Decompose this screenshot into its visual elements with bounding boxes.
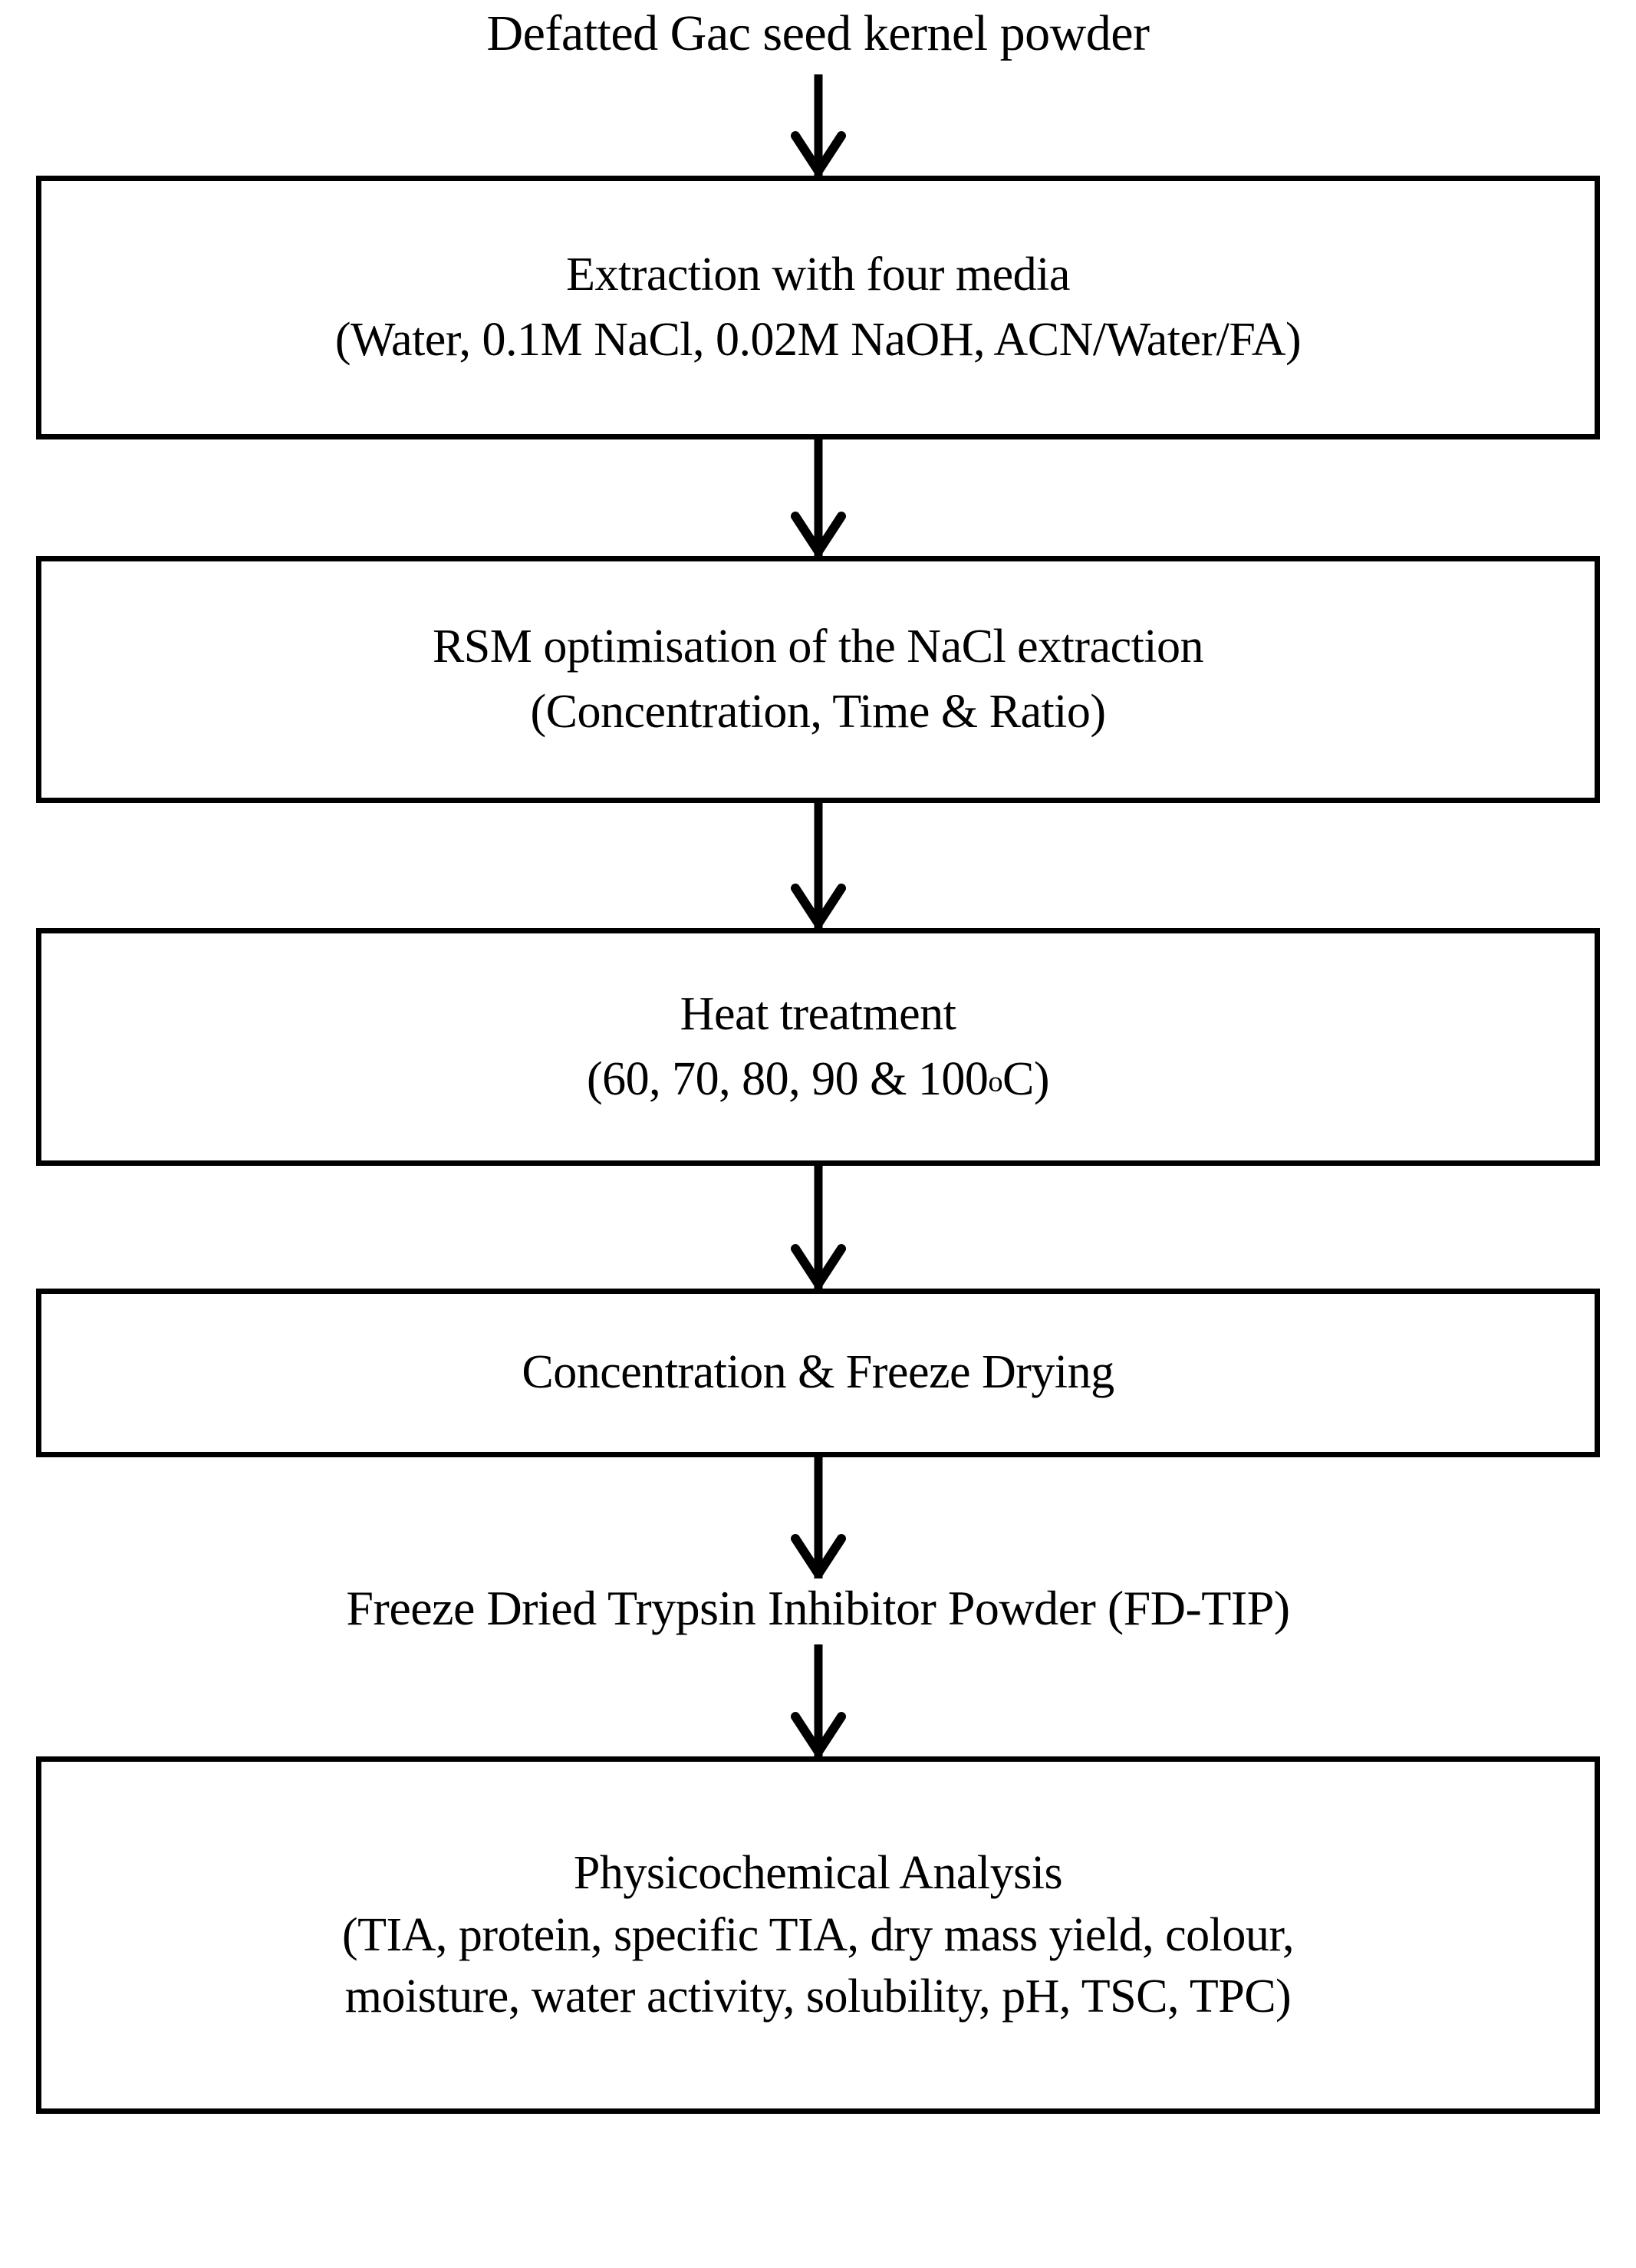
node-heat-line-1: Heat treatment bbox=[680, 988, 956, 1041]
node-analysis-line-3: moisture, water activity, solubility, pH… bbox=[344, 1970, 1292, 2023]
down-arrow-icon-4 bbox=[772, 1165, 864, 1289]
node-rsm-line-1: RSM optimisation of the NaCl extraction bbox=[432, 620, 1204, 673]
node-concentration-freeze-drying: Concentration & Freeze Drying bbox=[36, 1288, 1600, 1457]
arrow-head bbox=[790, 1522, 847, 1578]
node-physicochemical-analysis: Physicochemical Analysis (TIA, protein, … bbox=[36, 1756, 1600, 2115]
node-defatted-gac-seed-kernel-powder: Defatted Gac seed kernel powder bbox=[486, 5, 1150, 61]
node-heat-line-2: (60, 70, 80, 90 & 100oC) bbox=[586, 1047, 1050, 1111]
node-freeze-drying-line-1: Concentration & Freeze Drying bbox=[522, 1346, 1114, 1399]
down-arrow-icon-1 bbox=[772, 74, 864, 176]
arrow-head bbox=[790, 1232, 847, 1289]
node-extraction-line-2: (Water, 0.1M NaCl, 0.02M NaOH, ACN/Water… bbox=[334, 313, 1302, 366]
node-analysis-line-2: (TIA, protein, specific TIA, dry mass yi… bbox=[341, 1908, 1295, 1961]
arrow-shaft bbox=[814, 1644, 822, 1757]
node-heat-temp-suffix: C) bbox=[1002, 1052, 1050, 1105]
arrow-shaft bbox=[814, 439, 822, 556]
node-heat-temp-prefix: (60, 70, 80, 90 & 100 bbox=[586, 1052, 989, 1105]
node-fdtip-line-1: Freeze Dried Trypsin Inhibitor Powder (F… bbox=[346, 1580, 1290, 1635]
down-arrow-icon-3 bbox=[772, 802, 864, 928]
arrow-shaft bbox=[814, 802, 822, 928]
down-arrow-icon-6 bbox=[772, 1644, 864, 1757]
node-heat-treatment: Heat treatment (60, 70, 80, 90 & 100oC) bbox=[36, 927, 1600, 1166]
down-arrow-icon-2 bbox=[772, 439, 864, 556]
node-extraction-line-1: Extraction with four media bbox=[566, 249, 1070, 301]
arrow-shaft bbox=[814, 1165, 822, 1289]
arrow-head bbox=[790, 119, 847, 176]
arrow-shaft bbox=[814, 1457, 822, 1578]
arrow-head bbox=[790, 1700, 847, 1757]
down-arrow-icon-5 bbox=[772, 1457, 864, 1578]
arrow-head bbox=[790, 871, 847, 928]
node-rsm-optimisation: RSM optimisation of the NaCl extraction … bbox=[36, 555, 1600, 803]
arrow-shaft bbox=[814, 74, 822, 176]
node-rsm-line-2: (Concentration, Time & Ratio) bbox=[530, 685, 1106, 738]
node-analysis-line-1: Physicochemical Analysis bbox=[573, 1847, 1063, 1900]
node-extraction-with-four-media: Extraction with four media (Water, 0.1M … bbox=[36, 175, 1600, 439]
node-freeze-dried-trypsin-inhibitor-powder: Freeze Dried Trypsin Inhibitor Powder (F… bbox=[346, 1580, 1290, 1635]
arrow-head bbox=[790, 499, 847, 556]
degree-symbol: o bbox=[988, 1065, 1003, 1098]
node-start-line-1: Defatted Gac seed kernel powder bbox=[486, 5, 1150, 61]
